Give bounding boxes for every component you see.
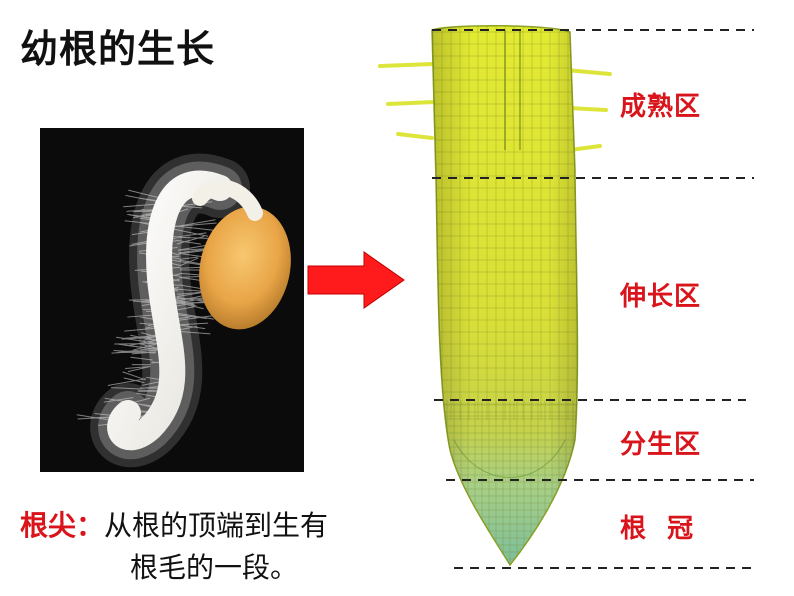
page-title: 幼根的生长 [20, 27, 216, 71]
root-tip-illustration [378, 25, 754, 569]
definition-line-2: 根毛的一段。 [130, 551, 299, 584]
definition-text-1: 从根的顶端到生有 [104, 509, 329, 542]
zone-label-maturation: 成熟区 [620, 92, 702, 122]
zone-boundaries [432, 29, 754, 569]
zone-label-meristem: 分生区 [620, 430, 702, 460]
root-tip-diagram [370, 20, 770, 584]
right-arrow-icon [307, 251, 405, 309]
seedling-photo [40, 128, 304, 472]
zone-label-elongation: 伸长区 [620, 282, 702, 312]
zone-label-root-cap: 根 冠 [620, 514, 695, 544]
definition-line-1: 根尖：从根的顶端到生有 [20, 504, 328, 544]
definition-colon: ： [76, 509, 105, 542]
definition-term: 根尖 [20, 509, 77, 542]
seedling-illustration [76, 153, 291, 467]
